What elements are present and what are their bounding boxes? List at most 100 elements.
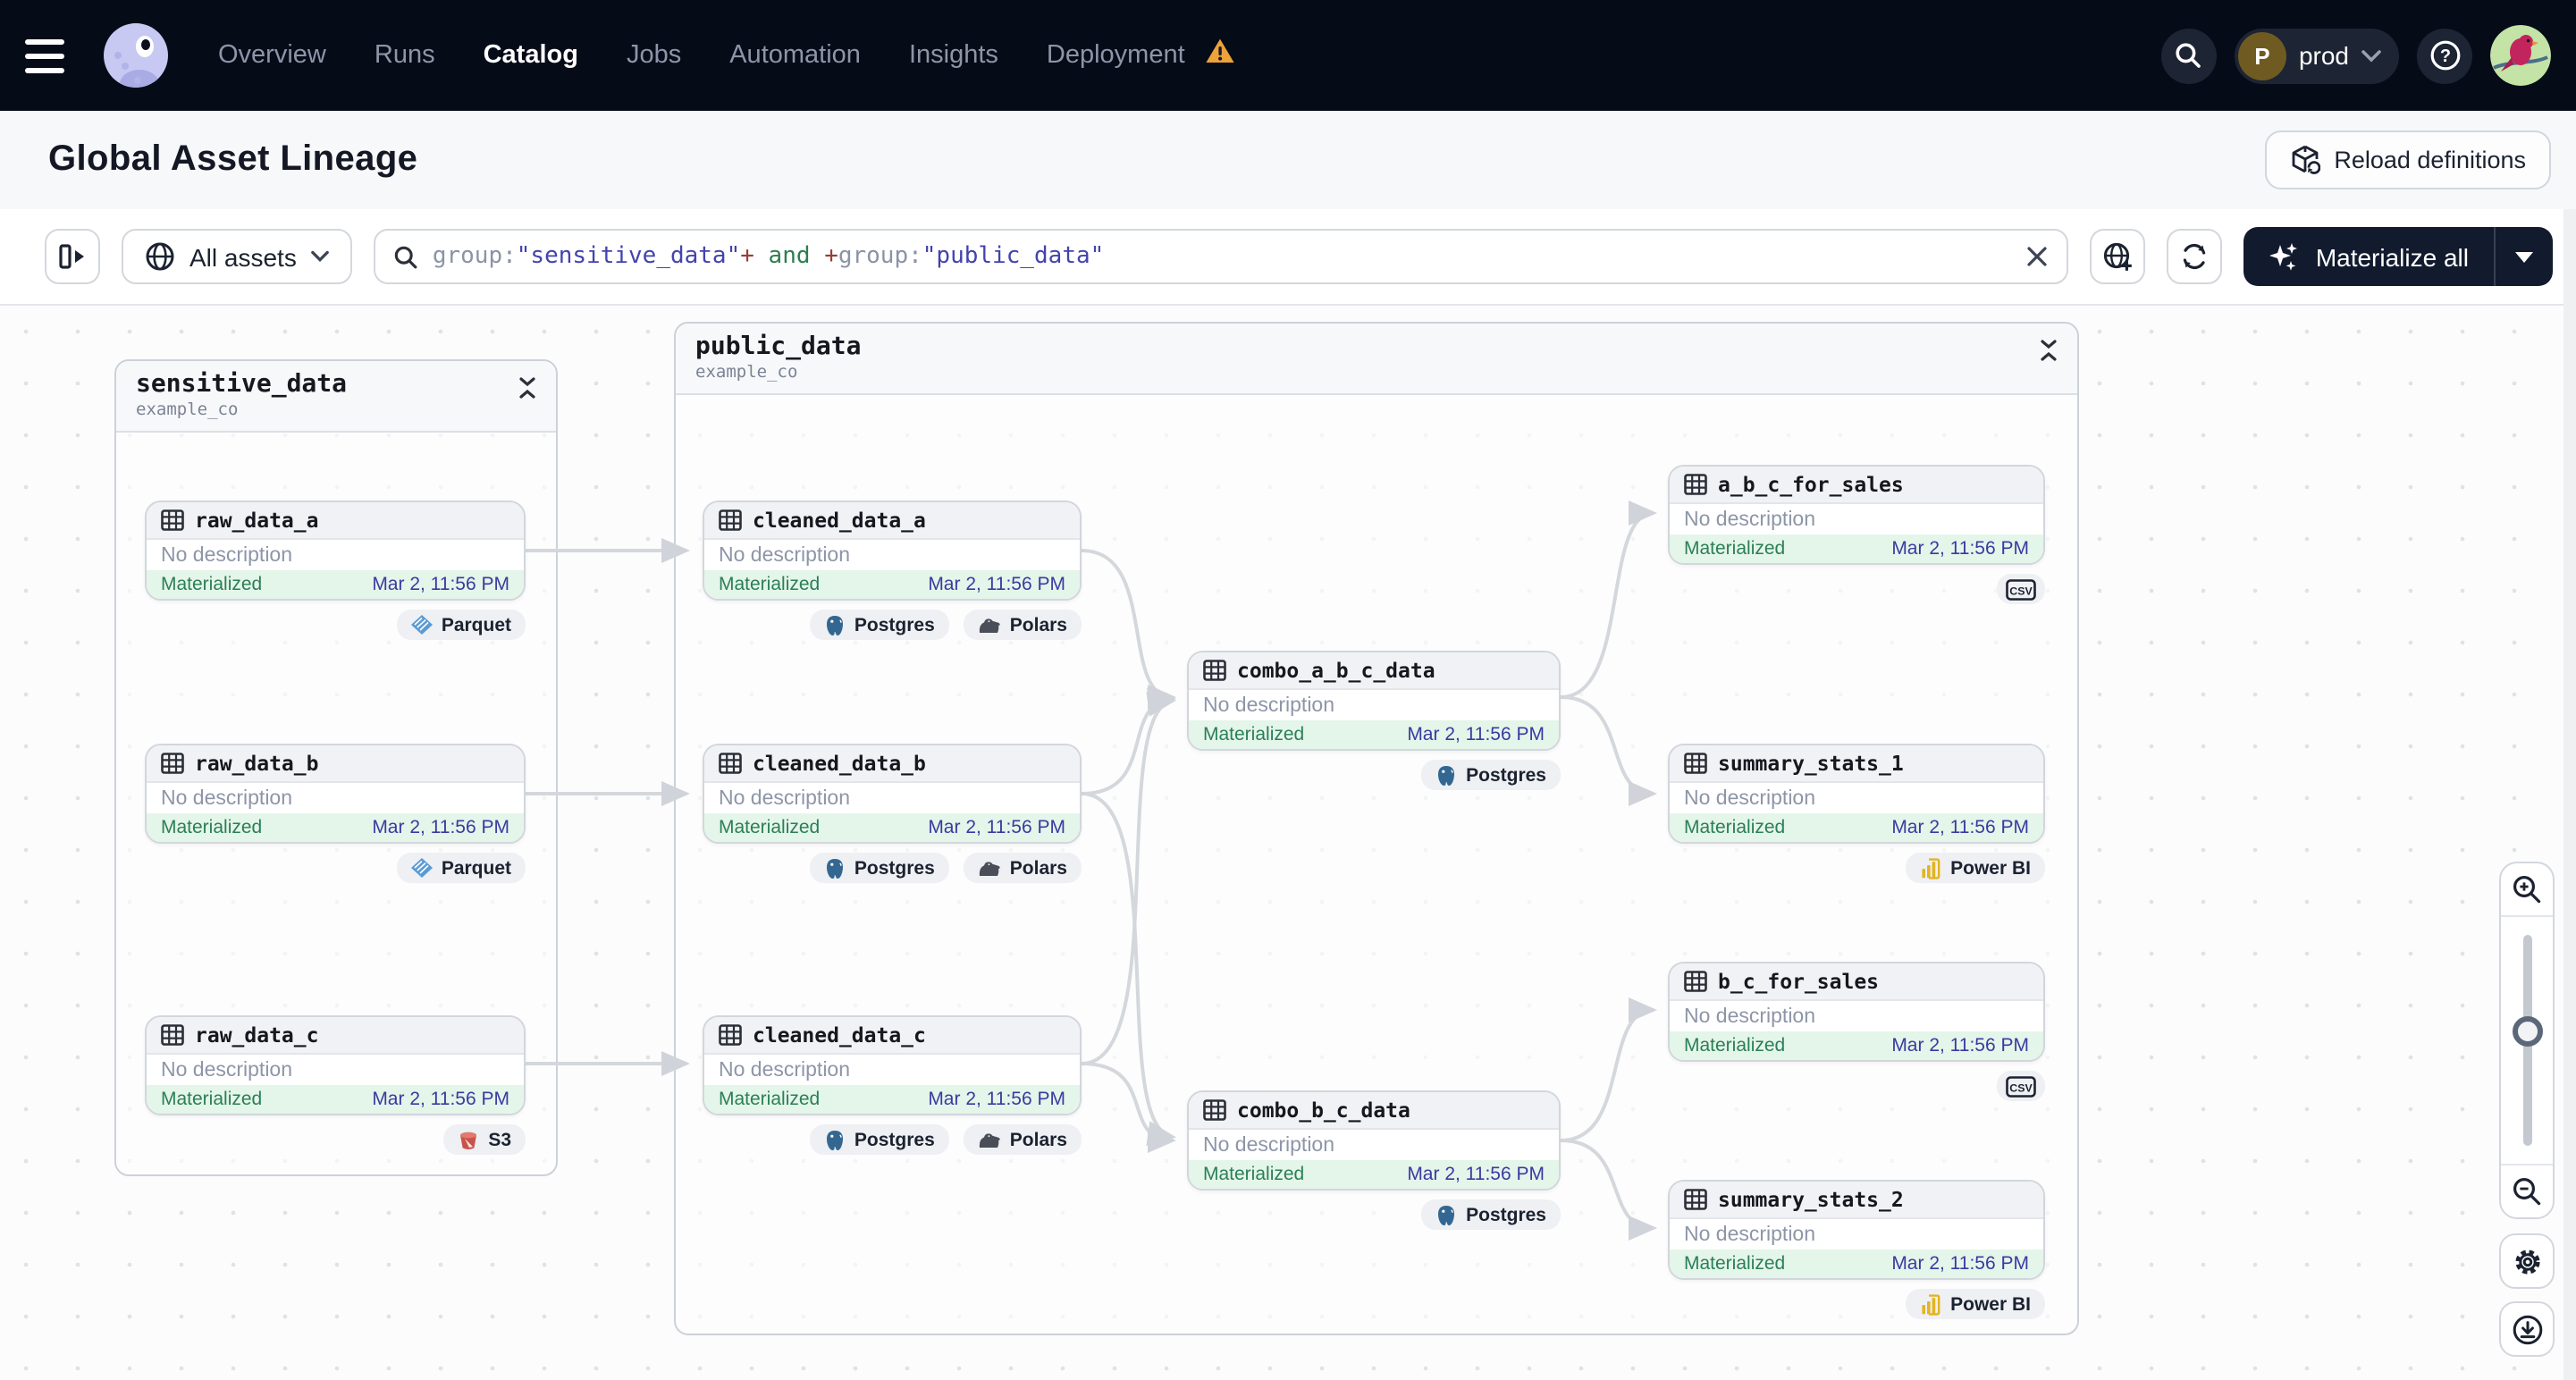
deployment-switcher[interactable]: P prod — [2234, 28, 2399, 83]
status-label: Materialized — [719, 817, 821, 838]
kind-badge-postgres: Postgres — [1421, 760, 1561, 790]
zoom-out-button[interactable] — [2501, 1164, 2553, 1217]
nav-item-overview[interactable]: Overview — [218, 41, 326, 70]
user-avatar[interactable] — [2490, 25, 2551, 86]
asset-description: No description — [147, 540, 524, 570]
collapse-group-icon[interactable] — [518, 370, 536, 408]
asset-node-cleaned-data-a[interactable]: cleaned_data_a No description Materializ… — [703, 501, 1082, 601]
nav-item-catalog[interactable]: Catalog — [483, 41, 578, 70]
top-nav: Overview Runs Catalog Jobs Automation In… — [0, 0, 2576, 111]
status-timestamp: Mar 2, 11:56 PM — [1891, 1035, 2029, 1056]
help-icon[interactable]: ? — [2417, 28, 2472, 83]
asset-description: No description — [1670, 783, 2043, 813]
graph-settings-button[interactable] — [2499, 1233, 2555, 1289]
asset-name: raw_data_b — [195, 751, 319, 776]
nav-item-insights[interactable]: Insights — [908, 41, 998, 70]
svg-text:CSV: CSV — [2009, 585, 2033, 597]
asset-node-combo-a-b-c-data[interactable]: combo_a_b_c_data No description Material… — [1187, 651, 1561, 751]
asset-description: No description — [147, 1055, 524, 1085]
table-icon — [1684, 474, 1707, 495]
status-label: Materialized — [1684, 817, 1786, 838]
clear-query-icon[interactable] — [2026, 245, 2050, 268]
s3-icon — [460, 1131, 477, 1149]
page-title: Global Asset Lineage — [48, 139, 418, 179]
zoom-in-button[interactable] — [2501, 863, 2553, 917]
nav-item-deployment[interactable]: Deployment — [1046, 41, 1185, 70]
status-timestamp: Mar 2, 11:56 PM — [1891, 817, 2029, 838]
status-timestamp: Mar 2, 11:56 PM — [372, 817, 509, 838]
warning-triangle-icon — [1205, 38, 1235, 73]
chevron-down-icon — [2361, 49, 2381, 62]
materialize-options-caret[interactable] — [2494, 227, 2553, 286]
status-label: Materialized — [719, 574, 821, 595]
materialize-all-main[interactable]: Materialize all — [2244, 227, 2494, 286]
powerbi-icon — [1922, 857, 1940, 879]
asset-node-cleaned-data-b[interactable]: cleaned_data_b No description Materializ… — [703, 744, 1082, 844]
view-groups-button[interactable] — [2090, 229, 2146, 284]
asset-node-cleaned-data-c[interactable]: cleaned_data_c No description Materializ… — [703, 1015, 1082, 1115]
hamburger-menu-icon[interactable] — [25, 29, 79, 82]
kind-badge-polars: Polars — [963, 610, 1082, 640]
status-label: Materialized — [1203, 724, 1305, 745]
kind-badge-postgres: Postgres — [809, 1124, 949, 1155]
materialize-all-label: Materialize all — [2315, 242, 2469, 271]
postgres-icon — [826, 615, 843, 635]
svg-text:?: ? — [2439, 46, 2450, 66]
asset-description: No description — [704, 1055, 1080, 1085]
kind-badge-postgres: Postgres — [1421, 1199, 1561, 1230]
zoom-slider[interactable] — [2501, 917, 2553, 1164]
group-title: public_data — [695, 332, 862, 361]
table-icon — [719, 753, 742, 774]
asset-node-summary-stats-2[interactable]: summary_stats_2 No description Materiali… — [1668, 1180, 2045, 1280]
kind-badge-s3: S3 — [443, 1124, 526, 1155]
env-name: prod — [2298, 41, 2349, 70]
download-view-button[interactable] — [2499, 1301, 2555, 1357]
kind-badge-powerbi: Power BI — [1906, 1289, 2045, 1319]
asset-scope-dropdown[interactable]: All assets — [122, 229, 352, 284]
status-timestamp: Mar 2, 11:56 PM — [372, 1089, 509, 1110]
group-subtitle: example_co — [695, 363, 798, 383]
asset-description: No description — [1670, 1001, 2043, 1031]
nav-item-automation[interactable]: Automation — [729, 41, 861, 70]
status-timestamp: Mar 2, 11:56 PM — [1407, 724, 1545, 745]
asset-node-b-c-for-sales[interactable]: b_c_for_sales No description Materialize… — [1668, 962, 2045, 1062]
group-header-public-data: public_data example_co — [676, 324, 2077, 395]
panel-expand-icon — [58, 244, 83, 269]
nav-item-runs[interactable]: Runs — [374, 41, 435, 70]
asset-node-a-b-c-for-sales[interactable]: a_b_c_for_sales No description Materiali… — [1668, 465, 2045, 565]
collapse-group-icon[interactable] — [2040, 332, 2058, 370]
status-label: Materialized — [1684, 1035, 1786, 1056]
asset-name: a_b_c_for_sales — [1718, 472, 1904, 497]
zoom-slider-knob[interactable] — [2512, 1016, 2542, 1047]
refresh-button[interactable] — [2167, 229, 2223, 284]
lineage-canvas[interactable]: sensitive_data example_co public_data ex… — [0, 306, 2576, 1380]
dagster-logo-icon[interactable] — [104, 23, 168, 88]
toggle-sidebar-button[interactable] — [45, 229, 100, 284]
kind-badge-parquet: Parquet — [396, 610, 526, 640]
page-scrollbar[interactable] — [2563, 209, 2576, 1380]
asset-name: summary_stats_2 — [1718, 1187, 1904, 1212]
status-timestamp: Mar 2, 11:56 PM — [928, 1089, 1065, 1110]
table-icon — [1684, 1189, 1707, 1210]
status-label: Materialized — [161, 1089, 263, 1110]
lineage-query-input[interactable]: group:"sensitive_data"+ and +group:"publ… — [373, 229, 2069, 284]
table-icon — [719, 1024, 742, 1046]
reload-definitions-button[interactable]: Reload definitions — [2264, 130, 2551, 189]
asset-description: No description — [1189, 690, 1559, 720]
status-label: Materialized — [719, 1089, 821, 1110]
group-subtitle: example_co — [136, 400, 239, 420]
asset-node-combo-b-c-data[interactable]: combo_b_c_data No description Materializ… — [1187, 1090, 1561, 1191]
search-icon[interactable] — [2160, 28, 2217, 83]
asset-node-summary-stats-1[interactable]: summary_stats_1 No description Materiali… — [1668, 744, 2045, 844]
table-icon — [1684, 753, 1707, 774]
nav-item-jobs[interactable]: Jobs — [626, 41, 682, 70]
kind-badge-polars: Polars — [963, 853, 1082, 883]
status-timestamp: Mar 2, 11:56 PM — [928, 817, 1065, 838]
postgres-icon — [826, 858, 843, 878]
asset-name: cleaned_data_a — [753, 508, 926, 533]
refresh-icon — [2184, 243, 2207, 270]
